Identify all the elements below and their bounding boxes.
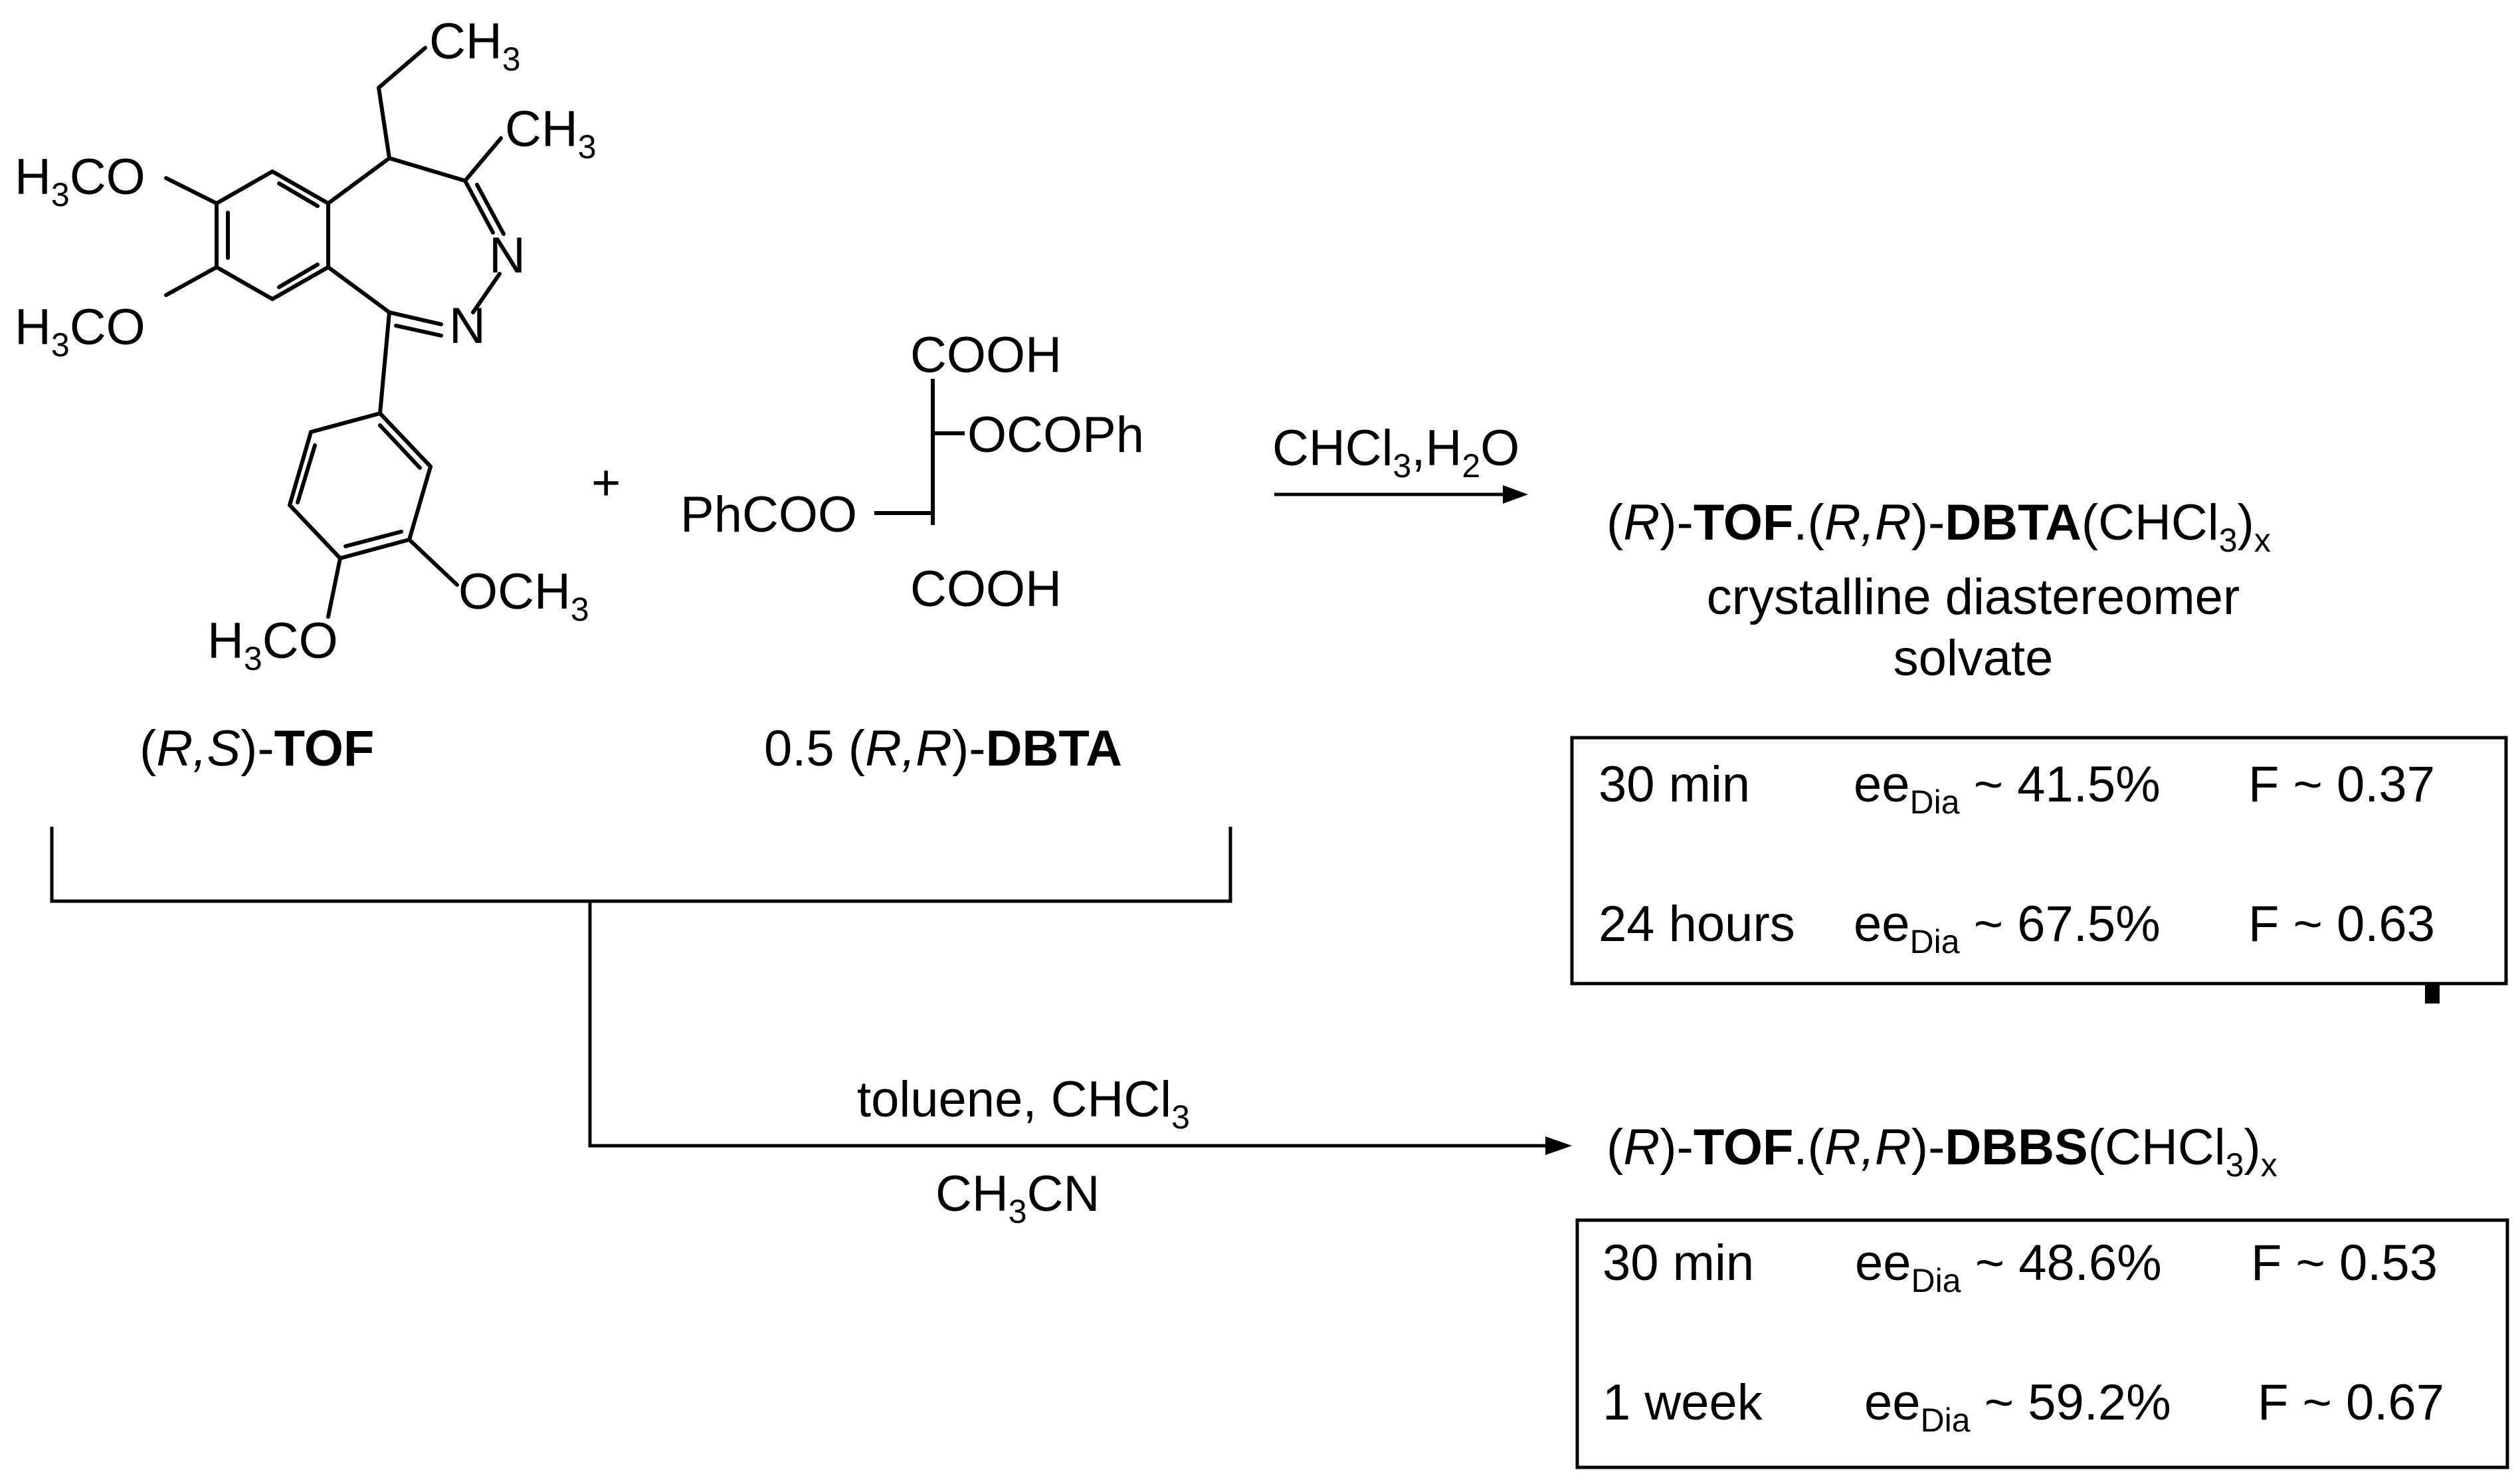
table2-f: F ~ 0.53 [2251, 1235, 2438, 1291]
table1-ee: eeDia ~ 67.5% [1854, 896, 2161, 960]
bond [326, 265, 391, 314]
table1-row-1: 30 min eeDia ~ 41.5% F ~ 0.37 [1599, 756, 2435, 821]
dbta-molecule [874, 379, 965, 525]
reaction1-product: (R)-TOF.(R,R)-DBTA(CHCl3)x [1606, 494, 2271, 559]
bond [164, 176, 219, 205]
reaction1-arrowhead [1503, 485, 1528, 504]
table2-time: 30 min [1602, 1235, 1754, 1291]
bond [277, 181, 320, 208]
table2-time: 1 week [1602, 1374, 1763, 1431]
ch3-top-label: CH3 [429, 13, 521, 78]
table2-f: F ~ 0.67 [2258, 1374, 2444, 1431]
tof-compound-label: (R,S)-TOF [140, 720, 374, 777]
h3co-1-label: H3CO [15, 149, 145, 213]
bond [475, 183, 506, 236]
ocoph-label: OCOPh [967, 407, 1144, 463]
n-lower-label: N [449, 298, 486, 354]
tof-molecule [164, 46, 506, 619]
table2-ee: eeDia ~ 48.6% [1855, 1235, 2162, 1299]
bond [288, 430, 313, 507]
bond [215, 169, 274, 205]
bond [326, 156, 391, 205]
bond [378, 423, 422, 470]
bond [338, 538, 411, 560]
och3-label: OCH3 [458, 564, 589, 628]
reaction1-desc-line2: solvate [1893, 630, 2054, 687]
bond [378, 411, 433, 469]
table1-box [1570, 736, 2508, 986]
plus-sign: + [591, 455, 621, 511]
bond [309, 411, 382, 434]
bond [387, 310, 443, 326]
table1-f: F ~ 0.63 [2248, 896, 2435, 952]
table2-ee: eeDia ~ 59.2% [1864, 1374, 2171, 1439]
bond [407, 538, 459, 587]
cooh-top-label: COOH [910, 327, 1062, 383]
h3co-2-label: H3CO [15, 299, 145, 364]
bond [378, 310, 391, 415]
ch3-right-label: CH3 [505, 101, 597, 165]
table2-box [1575, 1218, 2509, 1469]
bond [463, 136, 503, 183]
table1-time: 24 hours [1599, 896, 1795, 952]
bond [394, 324, 443, 338]
table2-row-2: 1 week eeDia ~ 59.2% F ~ 0.67 [1602, 1374, 2444, 1439]
bond [215, 265, 274, 301]
table1-ee: eeDia ~ 41.5% [1854, 756, 2161, 821]
reaction2-product: (R)-TOF.(R,R)-DBBS(CHCl3)x [1606, 1119, 2278, 1184]
bond [288, 503, 342, 560]
bond [471, 272, 502, 314]
bond [270, 169, 330, 205]
bond [387, 156, 467, 183]
bond [326, 556, 342, 619]
table1-row-2: 24 hours eeDia ~ 67.5% F ~ 0.63 [1599, 896, 2435, 960]
h3co-3-label: H3CO [207, 613, 338, 677]
reaction2-arrowhead [1545, 1136, 1572, 1155]
cooh-bottom-label: COOH [910, 561, 1062, 617]
bond [463, 179, 495, 235]
combining-bracket [50, 827, 1548, 1148]
bond [377, 86, 391, 160]
bond [343, 530, 403, 548]
bond [164, 265, 219, 297]
reaction2-conditions-bottom: CH3CN [935, 1166, 1100, 1230]
bond [277, 263, 320, 289]
bond [270, 265, 330, 301]
reaction2-conditions-top: toluene, CHCl3 [857, 1071, 1190, 1136]
table2-row-1: 30 min eeDia ~ 48.6% F ~ 0.53 [1602, 1235, 2438, 1299]
reaction1-conditions: CHCl3,H2O [1272, 420, 1519, 484]
dbta-compound-label: 0.5 (R,R)-DBTA [764, 720, 1122, 777]
bond [377, 46, 427, 90]
bond [296, 443, 317, 504]
table1-time: 30 min [1599, 756, 1750, 813]
table1-shadow-bottom [2429, 990, 2440, 1004]
dbta-labels: COOH OCOPh PhCOO COOH [680, 327, 1144, 617]
n-upper-label: N [489, 227, 526, 284]
reaction1-desc-line1: crystalline diastereomer [1707, 569, 2240, 625]
phcoo-label: PhCOO [680, 486, 857, 543]
bond [407, 465, 433, 542]
tof-atom-labels: CH3 CH3 H3CO H3CO N N OCH3 H3CO [15, 13, 597, 677]
table1-f: F ~ 0.37 [2248, 756, 2435, 813]
